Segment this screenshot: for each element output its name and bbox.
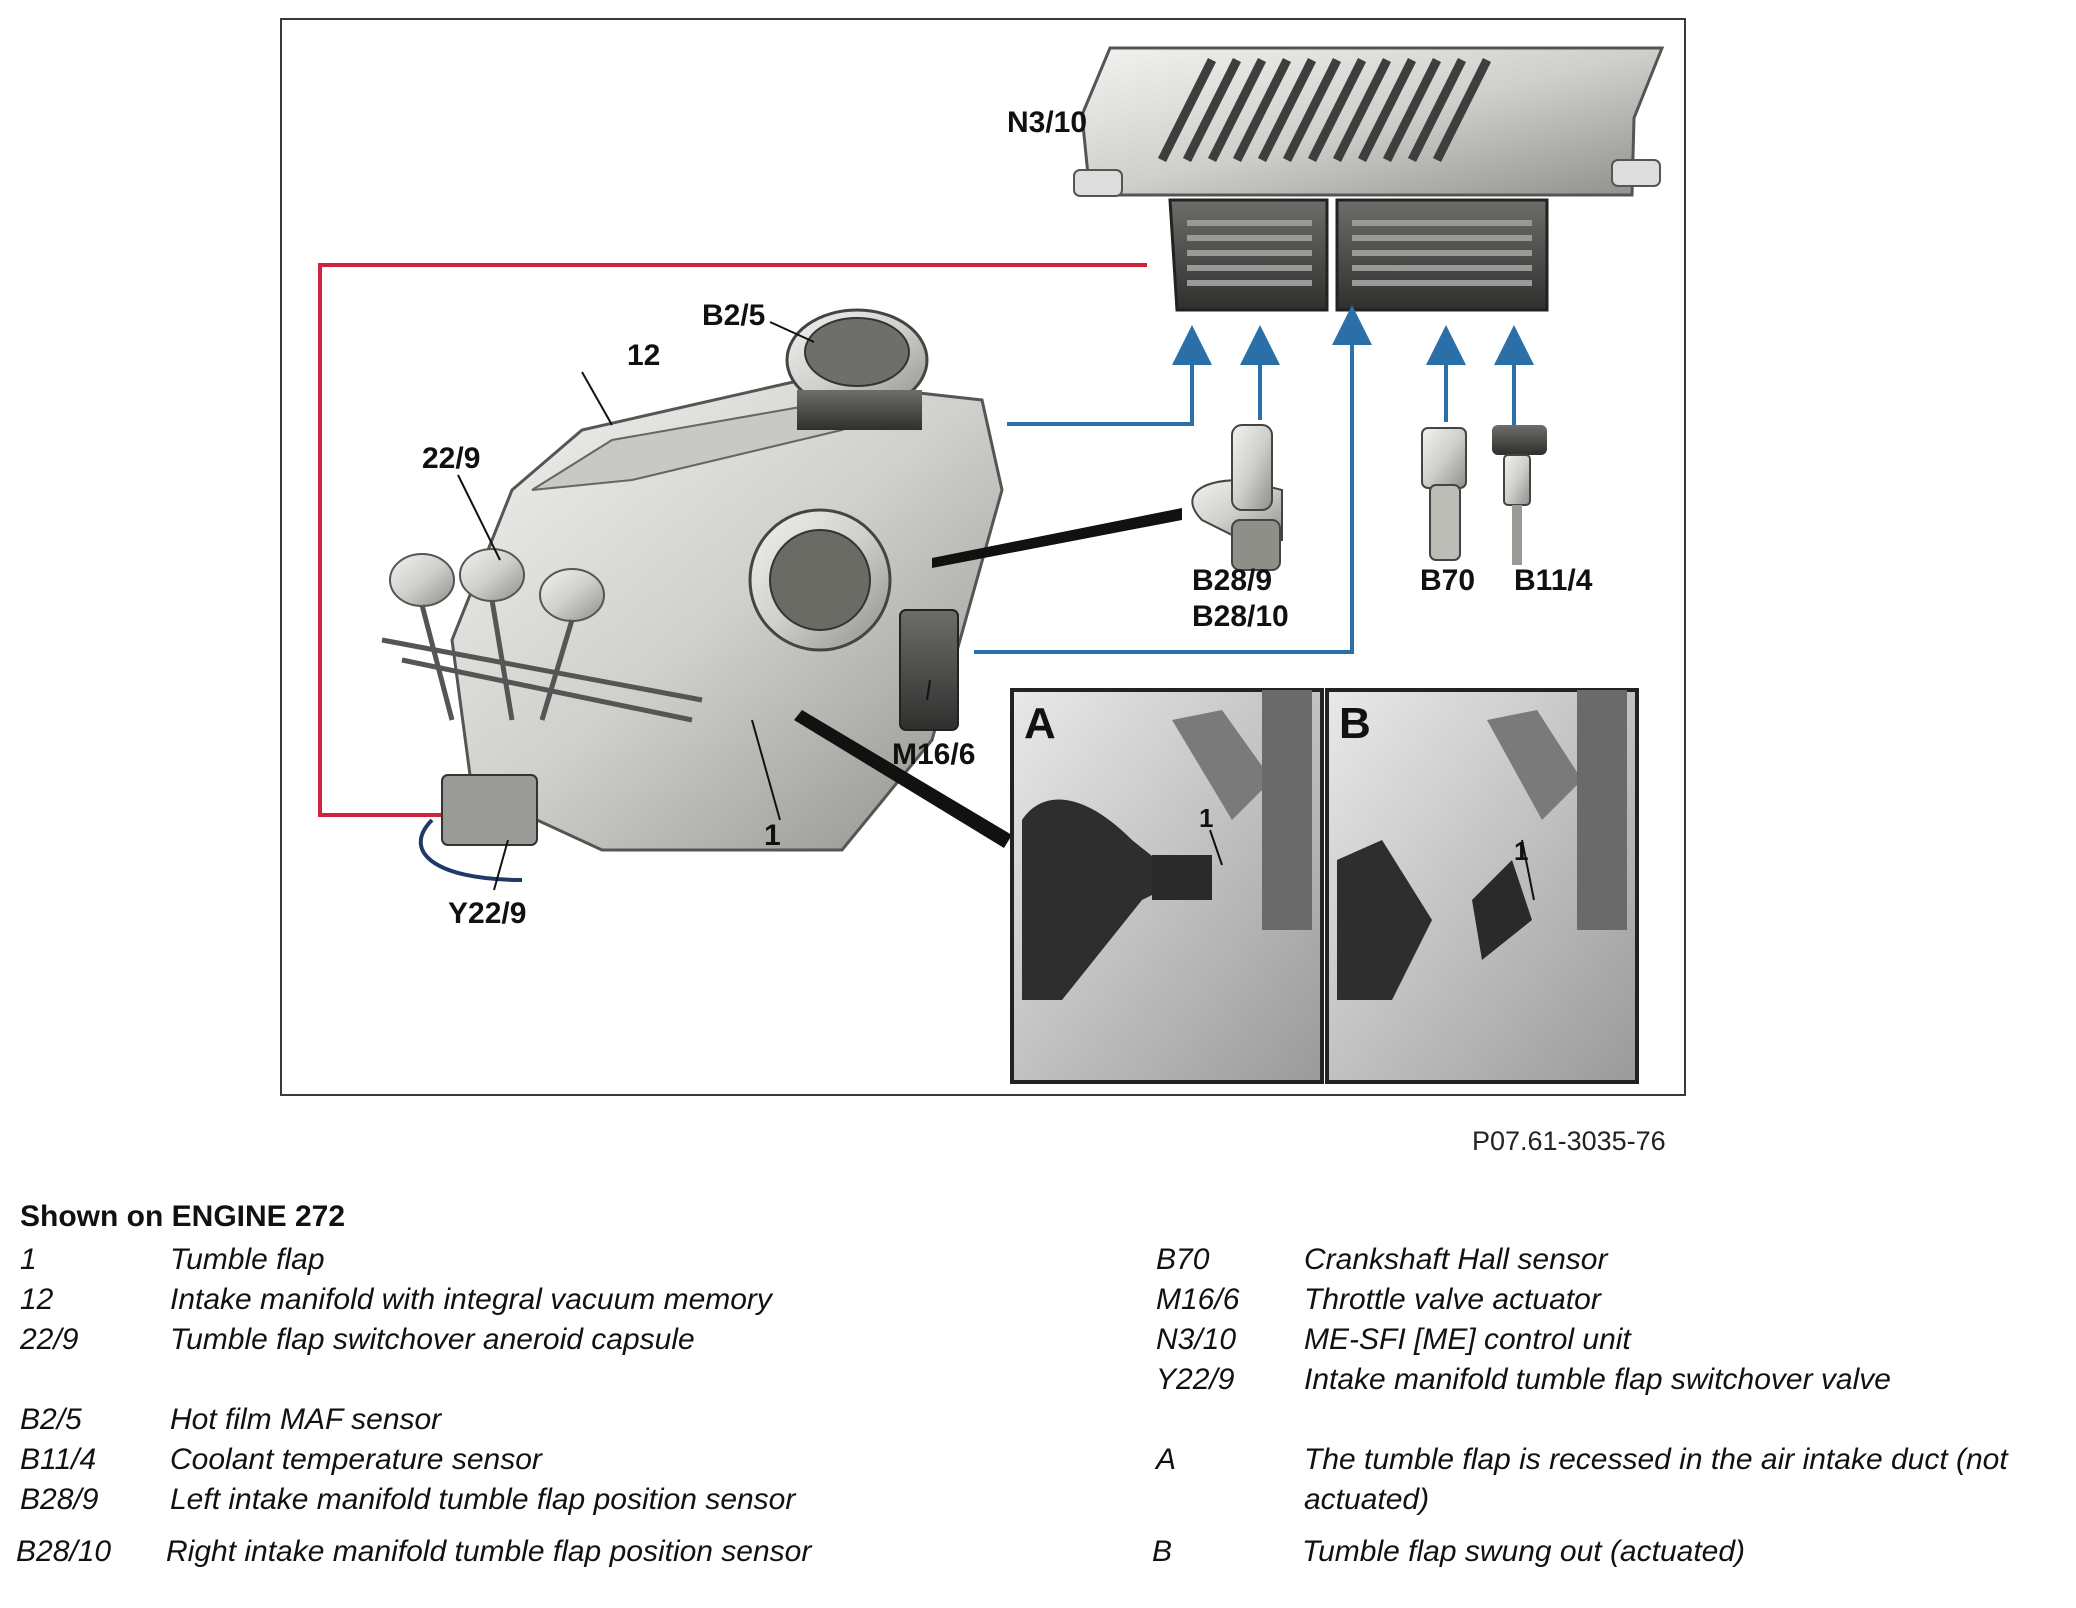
inset-a-callout: 1 [1199, 803, 1213, 833]
signal-lines [974, 305, 1534, 654]
label-b70: B70 [1420, 564, 1475, 597]
legend-code: 22/9 [20, 1323, 79, 1356]
inset-panel-a [1010, 688, 1324, 1084]
legend-desc: ME-SFI [ME] control unit [1304, 1323, 1631, 1356]
legend-desc: Tumble flap switchover aneroid capsule [170, 1323, 695, 1356]
label-y22-9: Y22/9 [448, 897, 526, 930]
legend-code: B11/4 [20, 1443, 97, 1476]
sensor-b11-4 [1492, 425, 1547, 565]
legend-desc: Right intake manifold tumble flap positi… [166, 1535, 812, 1568]
legend-code: 1 [20, 1243, 37, 1276]
label-b28-9: B28/9 [1192, 564, 1272, 597]
inset-b-letter: B [1339, 699, 1371, 748]
label-n3-10: N3/10 [1007, 106, 1087, 139]
vacuum-line [318, 263, 1147, 835]
legend-desc: Intake manifold tumble flap switchover v… [1304, 1363, 1891, 1396]
figure-code: P07.61-3035-76 [1472, 1126, 1666, 1156]
intake-assembly [381, 308, 1004, 882]
legend-code: M16/6 [1156, 1283, 1240, 1316]
legend-code: B28/10 [16, 1535, 112, 1568]
label-b11-4: B11/4 [1514, 564, 1593, 597]
legend-desc: Tumble flap swung out (actuated) [1302, 1535, 1746, 1568]
legend-code: N3/10 [1156, 1323, 1237, 1356]
legend-desc: Tumble flap [170, 1243, 325, 1276]
legend-code: B [1152, 1535, 1173, 1568]
sensor-b28 [1191, 424, 1283, 571]
legend-code: B2/5 [20, 1403, 82, 1436]
label-b28-10: B28/10 [1192, 600, 1289, 633]
legend-code: B28/9 [20, 1483, 99, 1516]
label-22-9: 22/9 [422, 442, 480, 475]
inset-a-letter: A [1024, 699, 1056, 748]
legend-code: B70 [1156, 1243, 1210, 1276]
legend-desc: Coolant temperature sensor [170, 1443, 542, 1476]
label-1: 1 [764, 819, 781, 852]
legend-desc: Throttle valve actuator [1304, 1283, 1601, 1316]
legend-desc: Crankshaft Hall sensor [1304, 1243, 1608, 1276]
legend-desc-continued: actuated) [1304, 1483, 1430, 1516]
component-diagram: N3/10 B2/5 12 22/9 B28/9 B28/10 B70 B11/… [280, 18, 1686, 1096]
legend-desc: The tumble flap is recessed in the air i… [1304, 1443, 2008, 1476]
label-leaders [457, 321, 1535, 901]
inset-b-callout: 1 [1514, 836, 1528, 866]
label-b2-5: B2/5 [702, 299, 765, 332]
legend-title: Shown on ENGINE 272 [20, 1200, 346, 1233]
legend-code: A [1156, 1443, 1177, 1476]
legend-code: Y22/9 [1156, 1363, 1235, 1396]
legend-code: 12 [20, 1283, 54, 1316]
legend-desc: Left intake manifold tumble flap positio… [170, 1483, 796, 1516]
legend-desc: Hot film MAF sensor [170, 1403, 442, 1436]
legend-desc: Intake manifold with integral vacuum mem… [170, 1283, 772, 1316]
inset-panel-b [1325, 688, 1639, 1084]
sensor-b70 [1421, 427, 1467, 561]
label-m16-6: M16/6 [892, 738, 975, 771]
label-12: 12 [627, 339, 660, 372]
control-unit-n3-10 [1073, 46, 1665, 312]
